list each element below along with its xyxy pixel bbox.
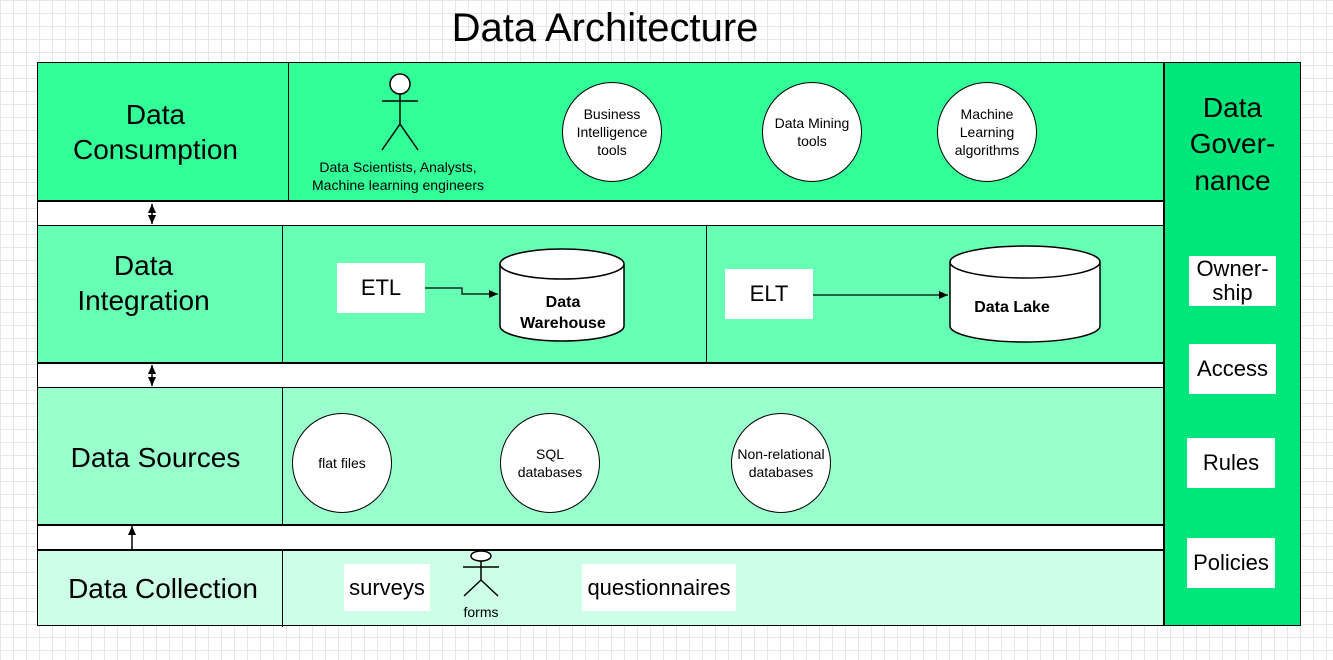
diagram-title: Data Architecture [451,6,759,50]
forms-actor-icon [463,550,499,597]
access-box: Access [1189,344,1276,394]
flat-files-label: flat files [318,454,366,471]
etl-to-warehouse-arrow [425,287,498,298]
consumption-label-line1: Data [125,99,186,130]
ml-algorithms-circle: Machine Learning algorithms [937,82,1037,182]
ml-algorithms-line2: Learning [959,123,1015,140]
forms-label: forms [463,604,499,620]
questionnaires-box: questionnaires [582,564,736,611]
elt-box: ELT [725,269,813,319]
ownership-box: Owner- ship [1189,256,1276,306]
integration-label-line2: Integration [77,285,210,316]
consumer-actor-label: Data Scientists, Analysts, Machine learn… [288,158,508,194]
bi-tools-circle: Business Intelligence tools [562,82,662,182]
etl-box: ETL [337,263,425,313]
sources-label: Data Sources [70,441,241,473]
collection-label: Data Collection [68,572,258,604]
rules-box: Rules [1187,438,1275,488]
data-mining-line2: tools [797,133,827,149]
data-warehouse-label-line1: Data [546,294,581,311]
surveys-box: surveys [344,564,430,611]
governance-label: Data Gover- nance [1164,90,1301,199]
governance-label-line1: Data [1202,92,1263,123]
ownership-line2: ship [1212,280,1253,305]
data-warehouse-label-line2: Warehouse [520,315,606,332]
ownership-line1: Owner- [1196,255,1269,281]
sources-lane [37,387,1164,526]
ml-algorithms-line1: Machine [960,105,1014,122]
policies-box: Policies [1187,538,1275,588]
data-mining-circle: Data Mining tools [762,82,862,182]
integration-label: Data Integration [37,245,250,321]
governance-label-line2: Gover- [1189,128,1276,160]
sql-databases-line1: SQL [535,445,564,462]
consumer-actor-label-line2: Machine learning engineers [312,177,484,194]
integration-label-line1: Data [113,250,174,281]
bi-tools-line1: Business [583,105,641,122]
non-relational-line1: Non-relational [737,445,825,462]
bi-tools-line2: Intelligence [576,123,648,140]
governance-label-line3: nance [1194,164,1271,196]
consumer-actor-icon [381,73,419,151]
data-mining-line1: Data Mining [774,114,850,131]
flat-files-circle: flat files [292,413,392,513]
consumption-label: Data Consumption [37,94,274,170]
data-lake-cylinder: Data Lake [949,245,1101,343]
consumer-actor-label-line1: Data Scientists, Analysts, [319,159,477,175]
layer-gap-2 [37,363,1164,388]
sql-databases-circle: SQL databases [500,413,600,513]
consumption-label-line2: Consumption [73,134,238,165]
ml-algorithms-line3: algorithms [954,142,1020,159]
sql-databases-line2: databases [517,464,583,480]
bi-tools-line3: tools [597,142,627,159]
non-relational-databases-circle: Non-relational databases [731,413,831,513]
data-lake-label: Data Lake [974,299,1050,316]
data-warehouse-cylinder: Data Warehouse [499,248,625,342]
layer-gap-3 [37,525,1164,550]
non-relational-line2: databases [748,464,814,480]
